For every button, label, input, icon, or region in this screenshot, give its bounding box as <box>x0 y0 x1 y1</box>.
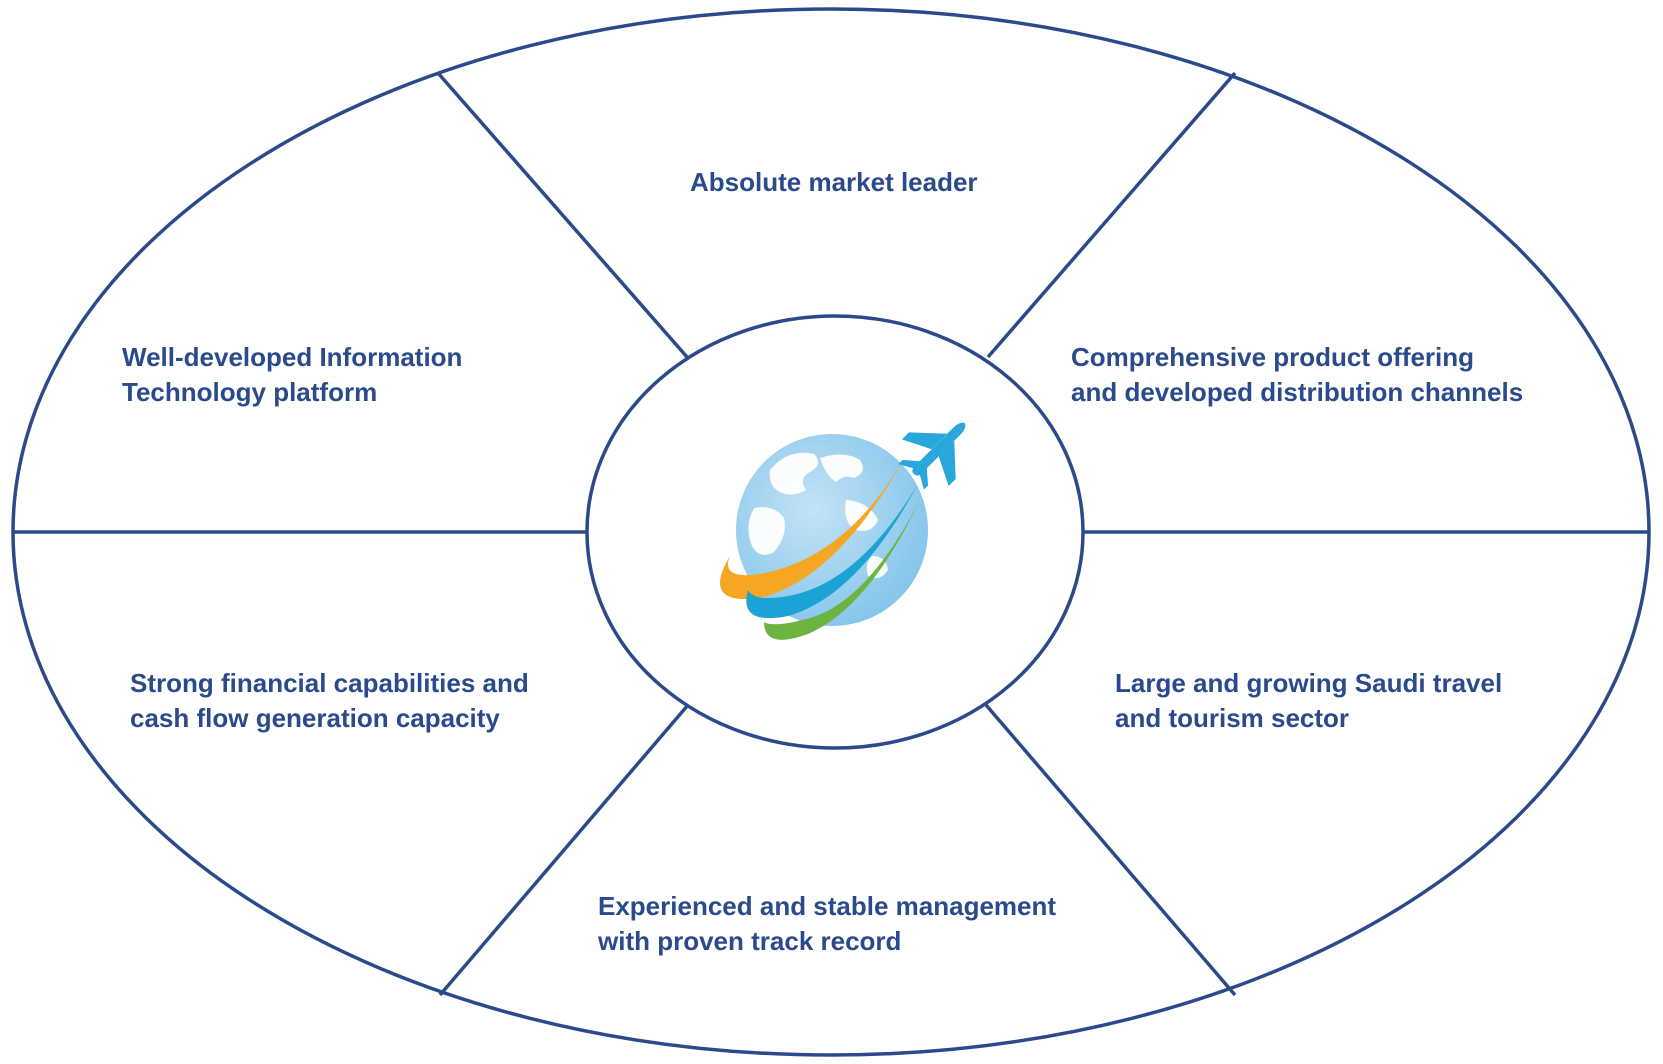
green-swoosh-icon <box>764 504 918 640</box>
label-line: Large and growing Saudi travel <box>1115 668 1503 698</box>
label-line: and tourism sector <box>1115 703 1350 733</box>
label-line: Well-developed Information <box>122 342 463 372</box>
blue-swoosh-icon <box>746 484 918 619</box>
divider-upper-right <box>986 71 1237 359</box>
segment-label-tourism-sector: Large and growing Saudi travel and touri… <box>1115 666 1502 736</box>
label-line: cash flow generation capacity <box>130 703 500 733</box>
segment-label-management: Experienced and stable management with p… <box>598 889 1056 959</box>
label-line: Comprehensive product offering <box>1071 342 1475 372</box>
orange-swoosh-icon <box>720 448 910 600</box>
segment-label-it-platform: Well-developed Information Technology pl… <box>122 340 462 410</box>
label-line: Experienced and stable management <box>598 891 1057 921</box>
globe-airplane-icon <box>720 422 966 640</box>
divider-upper-left <box>436 71 689 359</box>
label-line: with proven track record <box>598 926 902 956</box>
label-line: Absolute market leader <box>690 167 978 197</box>
divider-lower-left <box>438 696 696 997</box>
label-line: and developed distribution channels <box>1071 377 1524 407</box>
divider-lower-right <box>978 696 1237 997</box>
label-line: Technology platform <box>122 377 378 407</box>
segment-label-market-leader: Absolute market leader <box>690 165 978 200</box>
continents-icon <box>748 452 888 578</box>
segment-label-product-offering: Comprehensive product offering and devel… <box>1071 340 1523 410</box>
segment-label-financial-capabilities: Strong financial capabilities and cash f… <box>130 666 529 736</box>
airplane-icon <box>898 422 966 490</box>
label-line: Strong financial capabilities and <box>130 668 529 698</box>
